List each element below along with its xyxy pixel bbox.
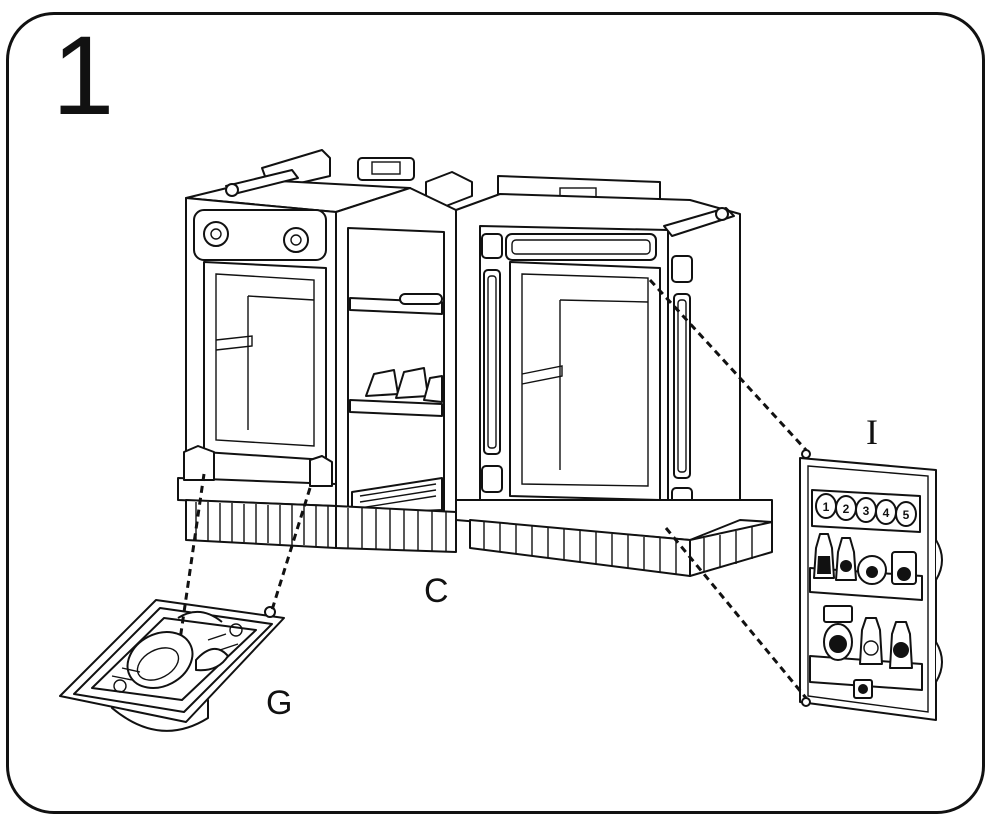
slot-label-5: 5 bbox=[903, 508, 910, 522]
kitchen-unit-c bbox=[177, 149, 773, 577]
part-label-c: C bbox=[424, 572, 449, 610]
slot-label-1: 1 bbox=[823, 500, 830, 514]
part-label-g: G bbox=[266, 684, 293, 722]
assembly-guides bbox=[178, 278, 808, 699]
slot-label-2: 2 bbox=[843, 502, 850, 516]
slot-label-4: 4 bbox=[883, 506, 890, 520]
accessory-door-i: 1 2 3 4 5 bbox=[799, 449, 943, 721]
tray-g bbox=[59, 599, 285, 732]
slot-label-3: 3 bbox=[863, 504, 870, 518]
number-buttons: 1 2 3 4 5 bbox=[815, 493, 917, 527]
part-label-i: I bbox=[866, 412, 878, 452]
step-number: 1 bbox=[52, 13, 115, 138]
